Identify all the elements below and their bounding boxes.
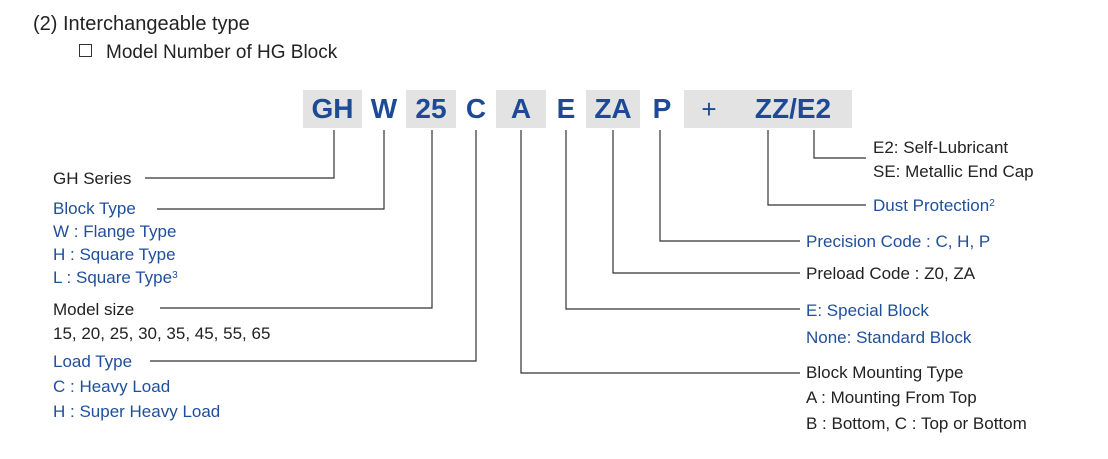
label-model-size: Model size [53,300,135,319]
code-seg-25: 25 [406,90,456,128]
line-p [659,130,800,242]
load-type-opt-h: H : Super Heavy Load [53,402,221,421]
code-seg-c: C [465,93,487,124]
square-bullet-icon [79,44,92,57]
block-type-opt-w: W : Flange Type [53,222,177,241]
label-standard-block: None: Standard Block [806,328,972,347]
subheading: Model Number of HG Block [79,42,337,64]
subheading-text: Model Number of HG Block [106,42,338,63]
code-seg-p: P [652,93,672,124]
label-load-type: Load Type [53,352,133,371]
lubricant-opt-e2: E2: Self-Lubricant [873,138,1009,157]
line-w [157,130,385,210]
mounting-opt-bc: B : Bottom, C : Top or Bottom [806,414,1027,433]
line-e [565,130,800,310]
block-type-opt-h: H : Square Type [53,245,176,264]
line-za [612,130,800,274]
code-seg-e: E [556,93,576,124]
code-seg-w: W [370,93,398,124]
load-type-opt-c: C : Heavy Load [53,377,171,396]
footnote-3: 3 [172,270,178,281]
lubricant-opt-se: SE: Metallic End Cap [873,162,1034,181]
label-special-block: E: Special Block [806,301,929,320]
footnote-2: 2 [989,198,995,209]
line-gh [145,130,335,179]
mounting-opt-a: A : Mounting From Top [806,388,977,407]
line-a [520,130,800,374]
code-seg-gh: GH [303,90,362,128]
section-heading: (2) Interchangeable type [33,13,250,35]
code-seg-a: A [496,90,546,128]
label-precision-code: Precision Code : C, H, P [806,232,991,251]
label-mounting-type: Block Mounting Type [806,363,964,382]
line-25 [160,130,433,309]
code-seg-zz-e2: ZZ/E2 [734,90,852,128]
label-preload-code: Preload Code : Z0, ZA [806,264,976,283]
code-seg-za: ZA [586,90,640,128]
model-size-values: 15, 20, 25, 30, 35, 45, 55, 65 [53,324,271,343]
code-seg-plus: + [684,90,734,128]
line-zz [767,130,866,206]
block-type-opt-l-text: L : Square Type [53,268,173,287]
label-dust-protection: Dust Protection2 [873,196,995,216]
dust-protection-text: Dust Protection [873,196,990,215]
block-type-opt-l: L : Square Type3 [53,268,178,288]
label-gh-series: GH Series [53,169,132,188]
line-e2 [813,130,866,159]
label-block-type: Block Type [53,199,136,218]
line-c [150,130,477,362]
